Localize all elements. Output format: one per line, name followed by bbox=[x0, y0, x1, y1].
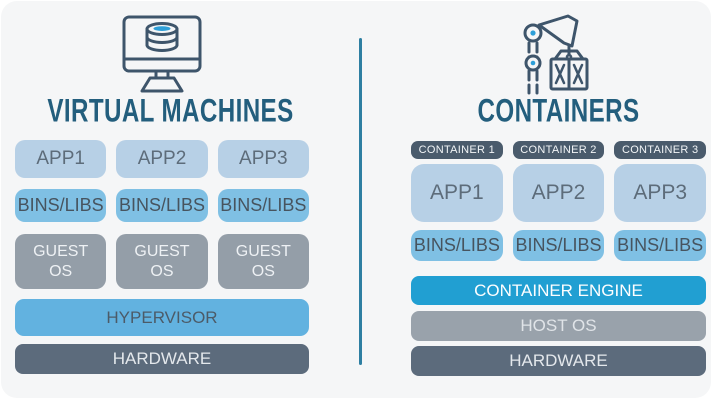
container-tag: CONTAINER 3 bbox=[614, 141, 707, 159]
vm-bins-row: BINS/LIBS BINS/LIBS BINS/LIBS bbox=[15, 189, 309, 222]
vm-title: VIRTUAL MACHINES bbox=[47, 92, 294, 129]
containers-panel: CONTAINERS CONTAINER 1 CONTAINER 2 CONTA… bbox=[411, 9, 707, 394]
container-tag-row: CONTAINER 1 CONTAINER 2 CONTAINER 3 bbox=[411, 141, 707, 159]
container-engine-bar: CONTAINER ENGINE bbox=[411, 276, 706, 305]
container-tag: CONTAINER 2 bbox=[512, 141, 605, 159]
container-app-row: APP1 APP2 APP3 bbox=[411, 164, 707, 222]
vm-bins-libs-box: BINS/LIBS bbox=[217, 189, 309, 222]
hypervisor-bar: HYPERVISOR bbox=[15, 299, 309, 336]
vm-app-row: APP1 APP2 APP3 bbox=[15, 140, 309, 178]
containers-title: CONTAINERS bbox=[477, 92, 640, 129]
vm-app-box: APP2 bbox=[116, 140, 208, 178]
container-bins-libs-box: BINS/LIBS bbox=[411, 230, 503, 261]
vertical-divider bbox=[359, 38, 362, 365]
vm-app-box: APP1 bbox=[15, 140, 107, 178]
vm-app-box: APP3 bbox=[217, 140, 309, 178]
vm-guest-os-box: GUEST OS bbox=[116, 234, 208, 289]
container-hardware-bar: HARDWARE bbox=[411, 346, 706, 376]
host-os-bar: HOST OS bbox=[411, 311, 706, 341]
vm-stack: APP1 APP2 APP3 BINS/LIBS BINS/LIBS BINS/… bbox=[15, 140, 309, 374]
diagram-card: VIRTUAL MACHINES APP1 APP2 APP3 BINS/LIB… bbox=[1, 1, 711, 398]
container-bins-libs-box: BINS/LIBS bbox=[512, 230, 605, 261]
container-app-box: APP2 bbox=[512, 164, 605, 222]
monitor-database-icon bbox=[15, 13, 309, 97]
vm-guest-os-row: GUEST OS GUEST OS GUEST OS bbox=[15, 234, 309, 289]
vm-hardware-bar: HARDWARE bbox=[15, 344, 309, 374]
virtual-machines-panel: VIRTUAL MACHINES APP1 APP2 APP3 BINS/LIB… bbox=[15, 9, 309, 394]
container-bins-libs-box: BINS/LIBS bbox=[614, 230, 707, 261]
container-tag: CONTAINER 1 bbox=[411, 141, 503, 159]
container-app-box: APP1 bbox=[411, 164, 503, 222]
vm-bins-libs-box: BINS/LIBS bbox=[15, 189, 107, 222]
container-app-box: APP3 bbox=[614, 164, 707, 222]
vm-guest-os-box: GUEST OS bbox=[217, 234, 309, 289]
vm-guest-os-box: GUEST OS bbox=[15, 234, 107, 289]
crane-container-icon bbox=[411, 13, 706, 97]
container-bins-row: BINS/LIBS BINS/LIBS BINS/LIBS bbox=[411, 230, 707, 261]
vm-bins-libs-box: BINS/LIBS bbox=[116, 189, 208, 222]
containers-stack: CONTAINER 1 CONTAINER 2 CONTAINER 3 APP1… bbox=[411, 141, 707, 376]
